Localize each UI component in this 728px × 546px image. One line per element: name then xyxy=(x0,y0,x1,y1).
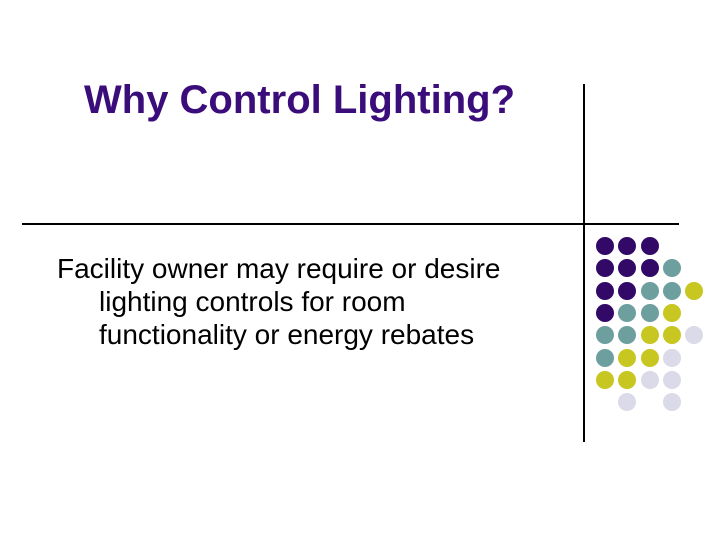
slide-body: Facility owner may require or desire lig… xyxy=(57,252,537,351)
decorative-dot xyxy=(640,370,659,389)
dot-cell xyxy=(616,280,638,302)
dot-cell xyxy=(616,235,638,257)
body-line-1: Facility owner may require or desire xyxy=(57,253,501,284)
dot-cell xyxy=(594,280,616,302)
dot-cell xyxy=(683,391,705,413)
decorative-dot xyxy=(640,237,659,256)
decorative-dot xyxy=(618,326,637,345)
decorative-dot xyxy=(618,370,637,389)
decorative-dot xyxy=(640,326,659,345)
dot-cell xyxy=(683,346,705,368)
dot-cell xyxy=(683,280,705,302)
dot-cell xyxy=(594,391,616,413)
decorative-dot xyxy=(596,370,615,389)
dot-cell xyxy=(661,302,683,324)
decorative-dot xyxy=(663,281,682,300)
dot-cell xyxy=(639,280,661,302)
decorative-dot xyxy=(596,304,615,323)
decorative-dot xyxy=(685,281,704,300)
dot-cell xyxy=(639,369,661,391)
dot-cell xyxy=(661,324,683,346)
decorative-dot xyxy=(663,393,682,412)
dot-cell xyxy=(683,235,705,257)
dot-cell xyxy=(639,324,661,346)
decorative-dot xyxy=(596,281,615,300)
dot-cell xyxy=(594,324,616,346)
dot-cell xyxy=(594,235,616,257)
decorative-dot xyxy=(663,326,682,345)
dot-cell xyxy=(616,257,638,279)
dot-cell xyxy=(683,302,705,324)
dot-grid-decoration xyxy=(594,235,705,413)
decorative-dot xyxy=(596,259,615,278)
decorative-dot xyxy=(596,348,615,367)
vertical-divider xyxy=(583,84,585,442)
decorative-dot xyxy=(640,259,659,278)
decorative-dot xyxy=(663,348,682,367)
dot-cell xyxy=(661,235,683,257)
dot-cell xyxy=(661,369,683,391)
decorative-dot xyxy=(663,259,682,278)
decorative-dot xyxy=(663,304,682,323)
decorative-dot xyxy=(618,304,637,323)
decorative-dot xyxy=(618,281,637,300)
dot-cell xyxy=(616,346,638,368)
dot-cell xyxy=(683,369,705,391)
dot-cell xyxy=(594,257,616,279)
decorative-dot xyxy=(640,348,659,367)
dot-cell xyxy=(639,302,661,324)
decorative-dot xyxy=(685,326,704,345)
horizontal-divider xyxy=(22,223,679,225)
dot-cell xyxy=(639,257,661,279)
decorative-dot xyxy=(618,237,637,256)
dot-cell xyxy=(616,391,638,413)
dot-cell xyxy=(594,369,616,391)
decorative-dot xyxy=(618,348,637,367)
body-line-2: lighting controls for room xyxy=(99,286,406,317)
dot-cell xyxy=(683,324,705,346)
dot-cell xyxy=(661,280,683,302)
decorative-dot xyxy=(640,304,659,323)
dot-cell xyxy=(616,369,638,391)
dot-cell xyxy=(594,346,616,368)
dot-cell xyxy=(661,346,683,368)
dot-cell xyxy=(683,257,705,279)
dot-cell xyxy=(616,302,638,324)
slide-title: Why Control Lighting? xyxy=(84,78,515,122)
body-line-3: functionality or energy rebates xyxy=(99,319,475,350)
dot-cell xyxy=(661,391,683,413)
decorative-dot xyxy=(663,370,682,389)
dot-cell xyxy=(594,302,616,324)
decorative-dot xyxy=(596,326,615,345)
dot-cell xyxy=(639,346,661,368)
decorative-dot xyxy=(596,237,615,256)
decorative-dot xyxy=(640,281,659,300)
decorative-dot xyxy=(618,259,637,278)
dot-cell xyxy=(639,235,661,257)
dot-cell xyxy=(639,391,661,413)
dot-cell xyxy=(661,257,683,279)
dot-cell xyxy=(616,324,638,346)
decorative-dot xyxy=(618,393,637,412)
